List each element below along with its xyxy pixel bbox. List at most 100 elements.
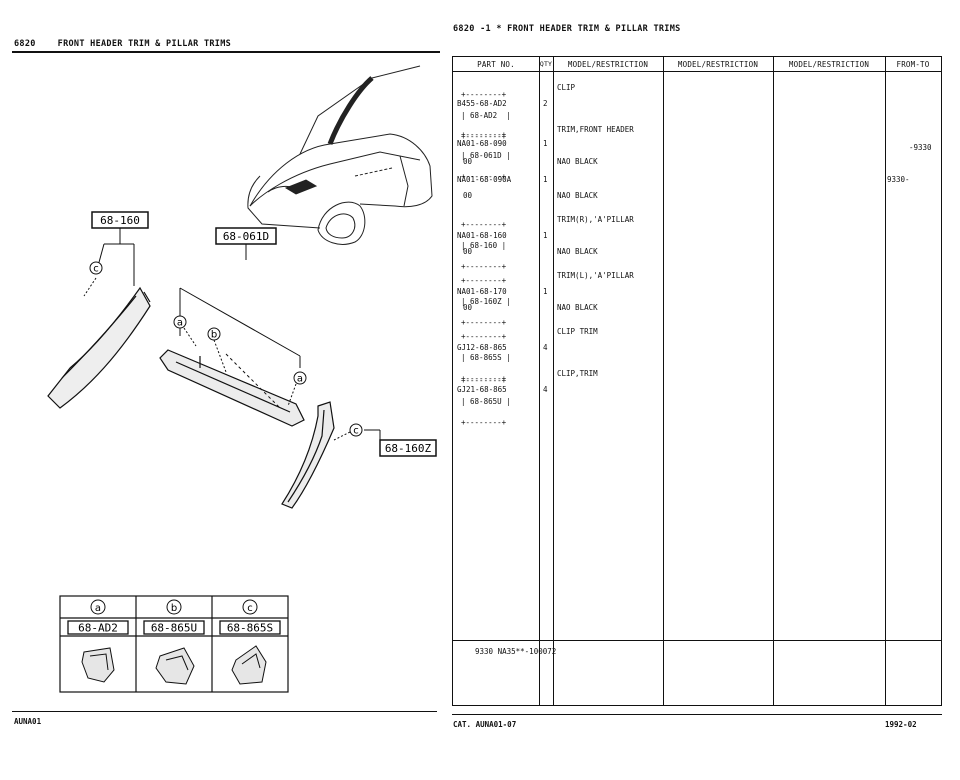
- description: CLIP TRIM: [557, 327, 598, 336]
- col-divider-3: [663, 57, 664, 705]
- part-number: NA01-68-090: [457, 139, 507, 148]
- serial-note: 9330 NA35**-100072: [475, 647, 557, 656]
- quantity: 2: [543, 99, 548, 108]
- quantity: 1: [543, 231, 548, 240]
- svg-text:68-AD2: 68-AD2: [78, 622, 118, 635]
- callout-68-160Z: 68-160Z: [364, 429, 437, 457]
- section-code: 6820: [14, 39, 36, 49]
- quantity: 4: [543, 385, 548, 394]
- group-ref: 68-061D: [470, 151, 502, 160]
- section-title: FRONT HEADER TRIM & PILLAR TRIMS: [57, 39, 232, 49]
- color-code: 00: [463, 191, 473, 200]
- from-to: -9330: [909, 143, 932, 152]
- quantity: 1: [543, 175, 548, 184]
- description: CLIP,TRIM: [557, 369, 598, 378]
- callout-68-160: 68-160: [91, 211, 149, 286]
- from-to: 9330-: [887, 175, 910, 184]
- svg-text:68-160Z: 68-160Z: [385, 442, 432, 455]
- svg-text:68-865S: 68-865S: [227, 622, 273, 635]
- description: NAO BLACK: [557, 157, 598, 166]
- description: TRIM(L),'A'PILLAR: [557, 271, 634, 280]
- footer-rule-right: [452, 714, 942, 715]
- group-ref: 68-865S: [470, 353, 502, 362]
- part-number: B455-68-AD2: [457, 99, 507, 108]
- description: NAO BLACK: [557, 247, 598, 256]
- svg-text:a: a: [297, 374, 303, 385]
- clip-legend: [59, 595, 289, 693]
- front-header-trim: [159, 349, 305, 427]
- group-ref: 68-AD2: [470, 111, 498, 120]
- col-divider-2: [553, 57, 554, 705]
- parts-table: PART NO. QTY MODEL/RESTRICTION MODEL/RES…: [452, 56, 942, 706]
- part-number: GJ12-68-865: [457, 343, 507, 352]
- col-header-model-3: MODEL/RESTRICTION: [788, 60, 870, 69]
- header-rule-left: [12, 51, 440, 53]
- part-group-box: +--------+ | 68-160 | +--------+: [461, 220, 507, 271]
- letter-c-right: c: [333, 423, 363, 441]
- part-number: NA01-68-090A: [457, 175, 512, 184]
- letter-b-header: b: [207, 327, 281, 409]
- col-divider-4: [773, 57, 774, 705]
- description: TRIM(R),'A'PILLAR: [557, 215, 634, 224]
- quantity: 1: [543, 287, 548, 296]
- car-sketch: [247, 65, 433, 245]
- color-code: 00: [463, 303, 473, 312]
- group-ref: 68-865U: [470, 397, 502, 406]
- page-header-right: 6820 -1 * FRONT HEADER TRIM & PILLAR TRI…: [453, 24, 681, 34]
- parts-illustration: 68-160 c 68-061D: [47, 65, 437, 693]
- quantity: 1: [543, 139, 548, 148]
- description: NAO BLACK: [557, 303, 598, 312]
- svg-text:68-061D: 68-061D: [223, 230, 269, 243]
- svg-text:a: a: [95, 603, 101, 614]
- part-group-box: +--------+ | 68-160Z | +--------+: [461, 276, 511, 327]
- description: TRIM,FRONT HEADER: [557, 125, 634, 134]
- col-header-model-2: MODEL/RESTRICTION: [677, 60, 759, 69]
- col-divider-1: [539, 57, 540, 705]
- part-number: NA01-68-160: [457, 231, 507, 240]
- color-code: 00: [463, 157, 473, 166]
- group-ref: 68-160: [470, 241, 498, 250]
- catalog-id: AUNA01: [14, 717, 42, 726]
- description: NAO BLACK: [557, 191, 598, 200]
- legend-cell-b: b 68-865U: [143, 599, 205, 685]
- catalog-number: CAT. AUNA01-07: [453, 720, 517, 729]
- part-group-box: +--------+ | 68-865S | +--------+: [461, 332, 511, 383]
- pillar-trim-right: [47, 286, 151, 409]
- col-header-qty: QTY: [539, 60, 553, 68]
- legend-cell-a: a 68-AD2: [67, 599, 129, 683]
- svg-text:c: c: [93, 264, 99, 275]
- legend-cell-c: c 68-865S: [219, 599, 281, 685]
- part-group-box: +--------+ | 68-865U | +--------+: [461, 376, 511, 427]
- callout-68-061D: 68-061D: [179, 227, 301, 368]
- svg-text:c: c: [353, 426, 359, 437]
- col-divider-5: [885, 57, 886, 705]
- part-number: NA01-68-170: [457, 287, 507, 296]
- svg-text:b: b: [171, 603, 177, 614]
- col-header-model-1: MODEL/RESTRICTION: [567, 60, 649, 69]
- description: CLIP: [557, 83, 576, 92]
- svg-text:b: b: [211, 330, 217, 341]
- page-header-left: 6820 FRONT HEADER TRIM & PILLAR TRIMS: [14, 39, 231, 49]
- table-row: B455-68-AD2: [457, 99, 507, 108]
- parts-table-wrap: PART NO. QTY MODEL/RESTRICTION MODEL/RES…: [452, 56, 942, 706]
- letter-a-header-right: a: [287, 371, 307, 407]
- svg-text:a: a: [177, 318, 183, 329]
- color-code: 00: [463, 247, 473, 256]
- letter-a-header: a: [173, 315, 197, 347]
- col-header-part-no: PART NO.: [477, 60, 515, 69]
- col-header-from-to: FROM-TO: [896, 60, 930, 69]
- letter-c-left: c: [83, 261, 103, 297]
- svg-text:c: c: [247, 603, 253, 614]
- part-number: GJ21-68-865: [457, 385, 507, 394]
- footer-rule-left: [12, 711, 437, 712]
- publication-date: 1992-02: [885, 720, 917, 729]
- part-group-box: +--------+ | 68-061D | +--------+: [461, 130, 511, 181]
- part-group-box: +--------+ | 68-AD2 | +--------+: [461, 90, 511, 141]
- group-ref: 68-160Z: [470, 297, 502, 306]
- pillar-trim-left: [281, 401, 335, 509]
- table-header-rule: [453, 71, 941, 72]
- svg-text:68-160: 68-160: [100, 214, 140, 227]
- table-note-rule: [453, 640, 941, 641]
- svg-text:68-865U: 68-865U: [151, 622, 197, 635]
